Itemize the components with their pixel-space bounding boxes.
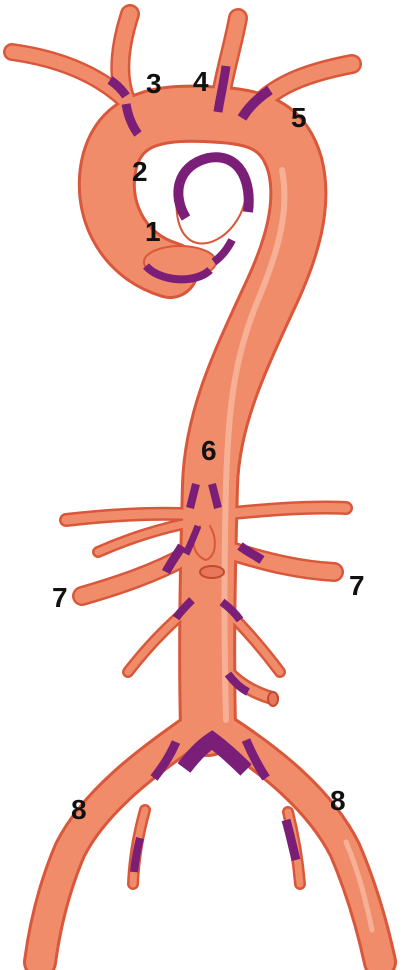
branch-ostium [200,566,224,578]
label-2: 2 [132,158,148,186]
inferior-mesenteric-ostium [268,692,278,706]
segment-marker-1-root-right [214,240,232,262]
label-7-left: 7 [52,584,68,612]
label-8-left: 8 [71,796,87,824]
label-7-right: 7 [349,572,365,600]
label-8-right: 8 [330,787,346,815]
label-6: 6 [201,437,217,465]
label-3: 3 [146,70,162,98]
label-4: 4 [193,68,209,96]
label-5: 5 [291,104,307,132]
label-1: 1 [145,218,161,246]
